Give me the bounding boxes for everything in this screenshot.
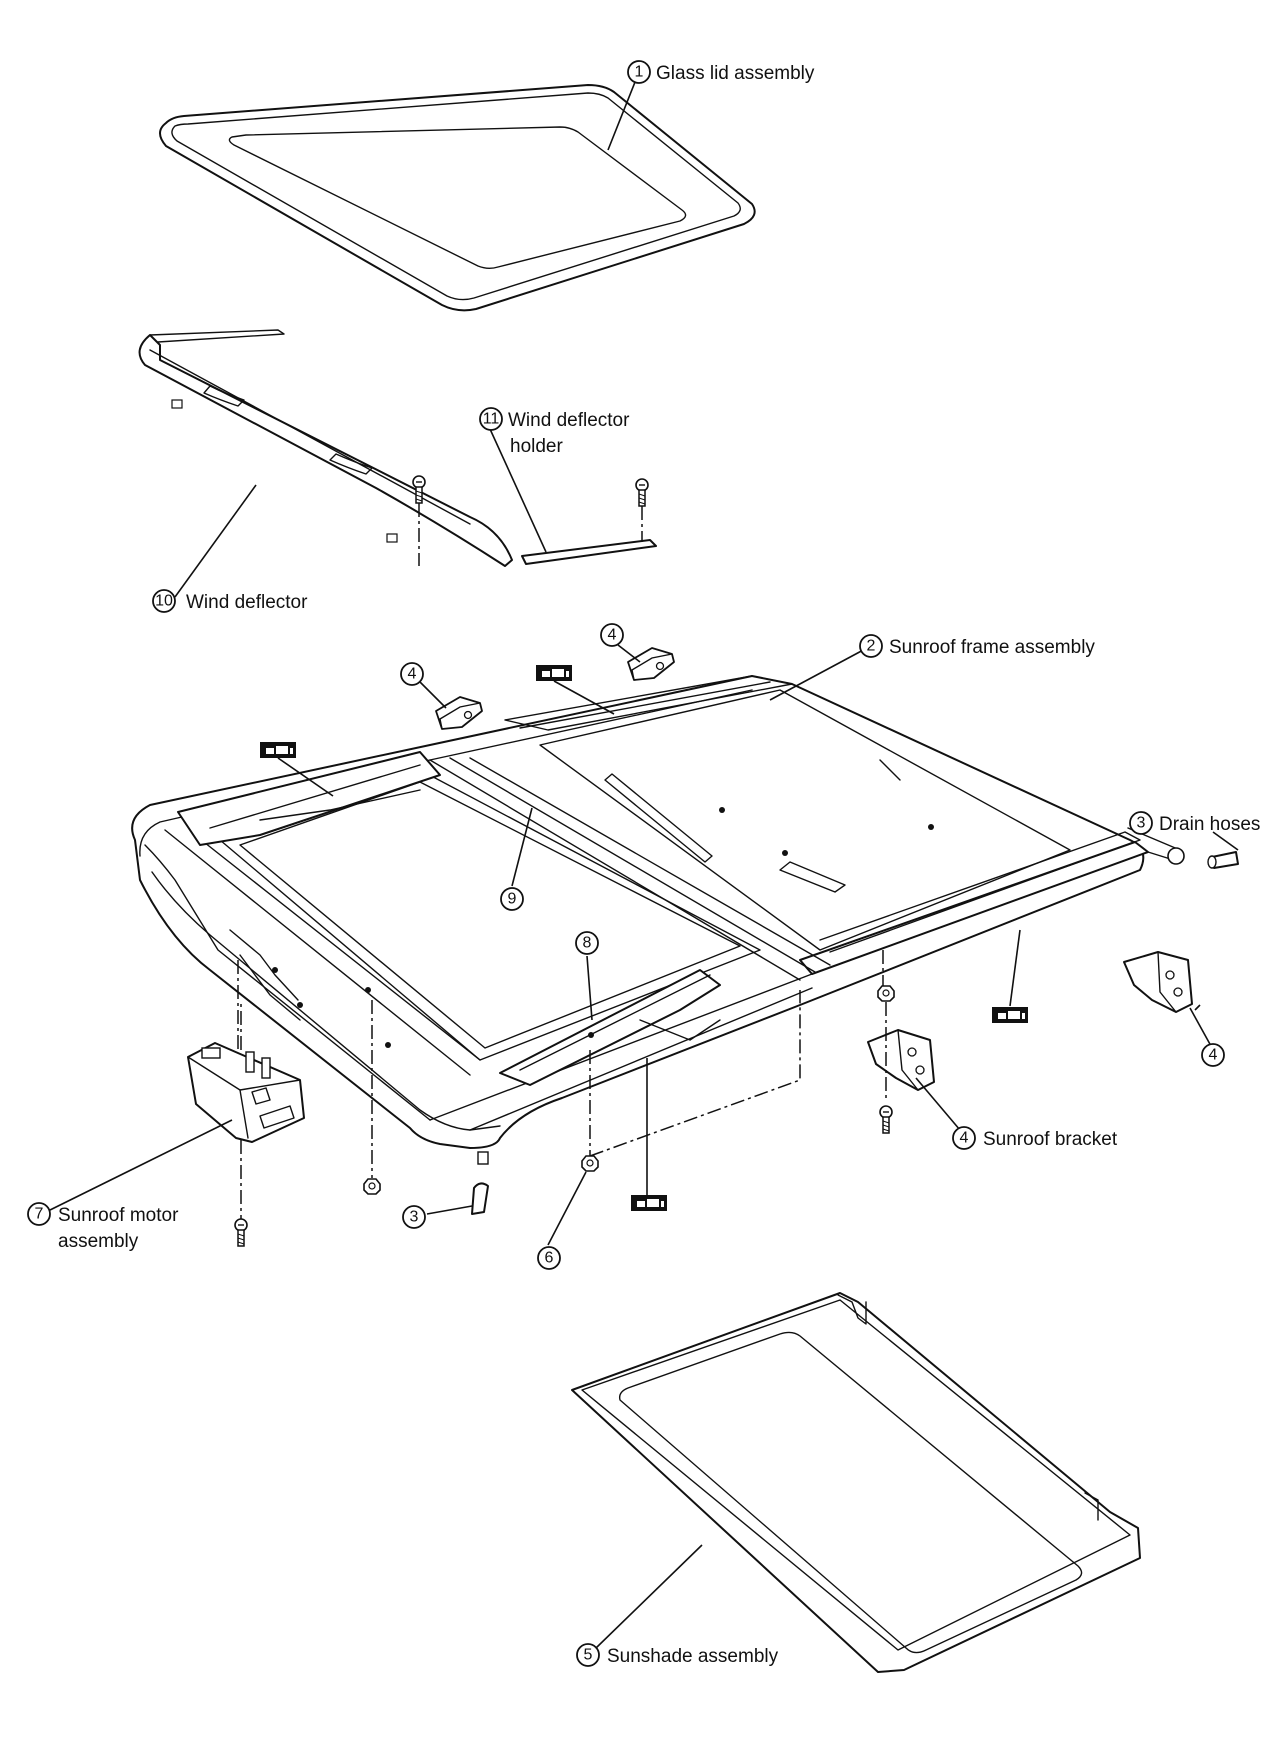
motor-label: 7 Sunroof motor assembly [27, 1119, 233, 1252]
bracket-right-label: 4 [1189, 1004, 1225, 1067]
svg-text:8: 8 [583, 935, 592, 952]
drain-hoses-label: 3 Drain hoses [1129, 811, 1260, 851]
bracket-top-mid [627, 647, 675, 681]
svg-text:Sunshade assembly: Sunshade assembly [607, 1646, 779, 1667]
deflector-screws [412, 475, 649, 566]
drain-hose-front-label: 3 [402, 1205, 473, 1229]
glass-lid-assembly [159, 84, 756, 312]
sunroof-bracket-label: 4 Sunroof bracket [915, 1077, 1118, 1150]
svg-text:Sunroof bracket: Sunroof bracket [983, 1129, 1118, 1150]
svg-text:4: 4 [1209, 1047, 1218, 1064]
svg-text:9: 9 [508, 891, 517, 908]
grease-leaders [277, 680, 1021, 1195]
sunroof-motor-assembly [187, 1000, 305, 1247]
sunshade-label: 5 Sunshade assembly [576, 1544, 779, 1667]
svg-text:3: 3 [410, 1209, 419, 1226]
drain-hose-rear [1207, 851, 1239, 869]
bracket-top-left [435, 696, 483, 730]
svg-text:Wind deflector: Wind deflector [186, 592, 308, 613]
svg-text:2: 2 [867, 638, 876, 655]
grease-point-icon [260, 742, 296, 758]
cable-8-label: 8 [575, 931, 599, 1021]
svg-text:4: 4 [960, 1130, 969, 1147]
sunroof-frame-assembly [131, 675, 1185, 1178]
svg-text:10: 10 [155, 593, 173, 610]
bracket-top-mid-label: 4 [600, 623, 641, 663]
bracket-top-left-label: 4 [400, 662, 447, 709]
svg-text:Wind deflector: Wind deflector [508, 410, 630, 431]
svg-text:holder: holder [510, 436, 563, 457]
bracket-right [1123, 951, 1193, 1013]
nut-icon [363, 1178, 381, 1195]
sunshade-assembly [571, 1292, 1141, 1673]
bolt-icon [234, 1218, 248, 1247]
nut-icon [581, 1155, 599, 1172]
svg-text:4: 4 [608, 627, 617, 644]
wind-deflector-holder-label: 11 Wind deflector holder [479, 407, 630, 553]
svg-text:Glass lid assembly: Glass lid assembly [656, 63, 815, 84]
svg-text:Sunroof frame assembly: Sunroof frame assembly [889, 637, 1095, 658]
glass-lid-label: 1 Glass lid assembly [607, 60, 815, 151]
grease-point-icon [992, 1007, 1028, 1023]
sunroof-bracket [867, 985, 935, 1134]
svg-text:7: 7 [35, 1206, 44, 1223]
svg-text:Sunroof motor: Sunroof motor [58, 1205, 179, 1226]
wind-deflector-label: 10 Wind deflector [152, 484, 308, 613]
grease-point-icon [536, 665, 572, 681]
nut-icon [877, 985, 895, 1002]
svg-text:4: 4 [408, 666, 417, 683]
svg-text:5: 5 [584, 1647, 593, 1664]
wind-deflector-holder [521, 539, 657, 565]
svg-text:6: 6 [545, 1250, 554, 1267]
svg-text:assembly: assembly [58, 1231, 139, 1252]
svg-text:11: 11 [483, 411, 500, 428]
cable-9-label: 9 [500, 807, 533, 911]
svg-text:3: 3 [1137, 815, 1146, 832]
drain-hose-front [471, 1182, 489, 1215]
bolt-icon [879, 1105, 893, 1134]
bolt-icon [635, 478, 649, 507]
sunroof-frame-label: 2 Sunroof frame assembly [769, 634, 1095, 701]
nut-label: 6 [537, 1171, 587, 1270]
svg-text:Drain hoses: Drain hoses [1159, 814, 1260, 835]
wind-deflector [138, 329, 513, 567]
grease-point-icon [631, 1195, 667, 1211]
svg-text:1: 1 [635, 64, 644, 81]
